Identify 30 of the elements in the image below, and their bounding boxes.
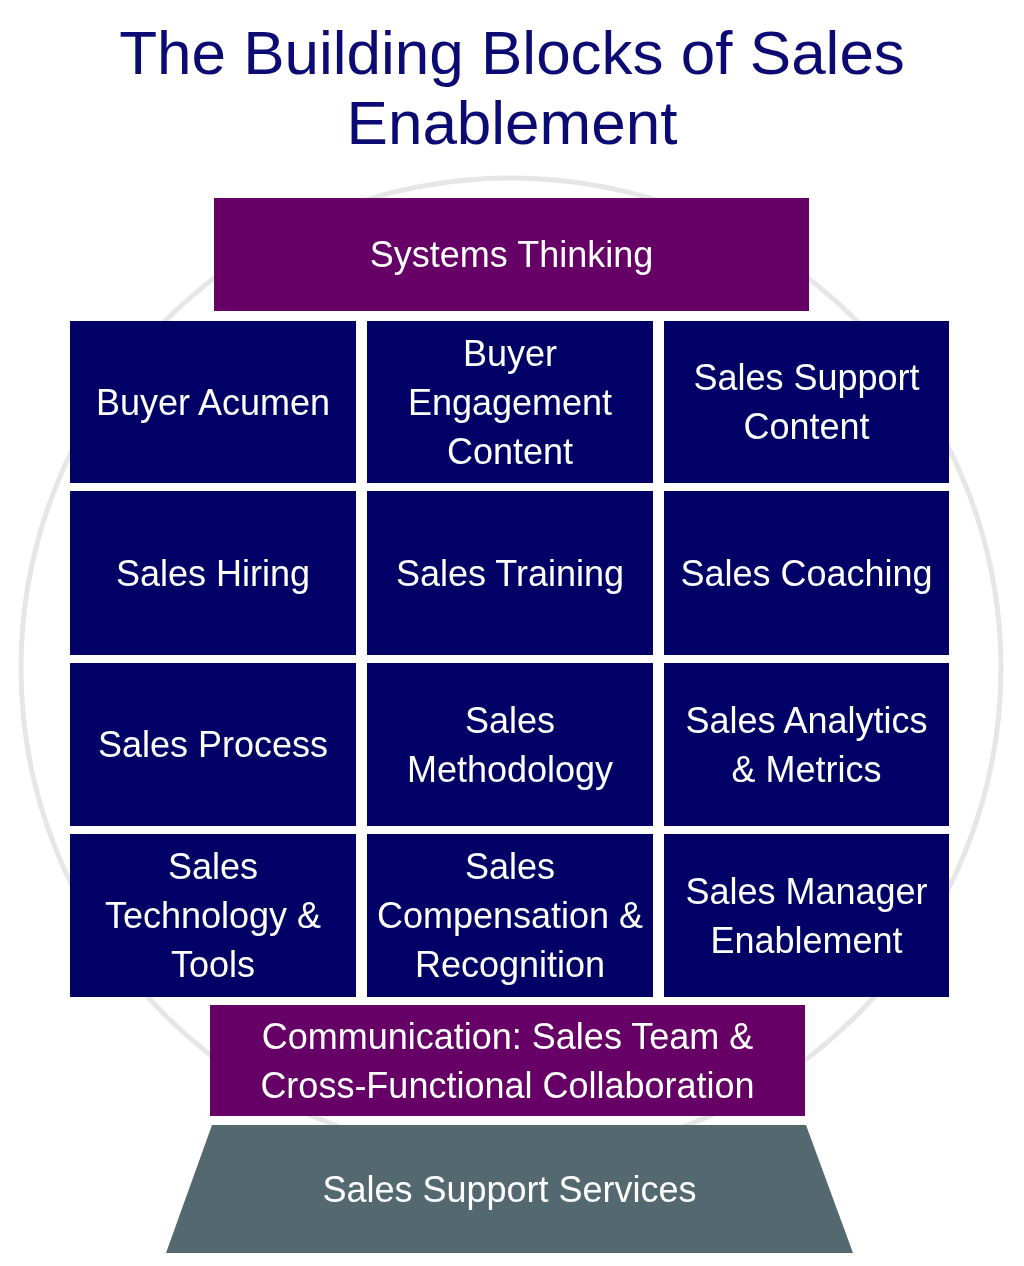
block-label: Sales Manager Enablement [684, 869, 929, 963]
block-box [664, 663, 949, 826]
block-box [664, 834, 949, 997]
block-label: Sales Compensation & Recognition [375, 845, 645, 987]
block-box [367, 491, 653, 655]
block-box [214, 198, 809, 311]
block-box [367, 663, 653, 826]
block-label: Buyer Engagement Content [406, 331, 614, 474]
block-box [70, 491, 356, 655]
block-box [367, 834, 653, 997]
block-box [210, 1005, 805, 1116]
block-box [70, 834, 356, 997]
block-label: Sales Hiring [115, 551, 311, 596]
title: The Building Blocks of Sales Enablement [118, 18, 906, 158]
block-label: Buyer Acumen [95, 380, 331, 425]
block-box [367, 321, 653, 483]
block-label: Sales Support Services [322, 1167, 697, 1212]
block-box [70, 321, 356, 483]
block-label: Sales Methodology [405, 698, 615, 792]
block-label: Sales Coaching [680, 551, 933, 596]
block-label: Communication: Sales Team & Cross-Functional Collaboration [259, 1014, 756, 1108]
block-label: Sales Analytics & Metrics [684, 698, 929, 792]
block-box [664, 321, 949, 483]
block-box [70, 663, 356, 826]
block-label: Sales Support Content [692, 356, 921, 449]
block-box [664, 491, 949, 655]
block-label: Sales Training [395, 551, 625, 596]
block-label: Systems Thinking [369, 233, 654, 277]
block-label: Sales Process [97, 723, 329, 767]
block-label: Sales Technology & Tools [103, 845, 323, 987]
